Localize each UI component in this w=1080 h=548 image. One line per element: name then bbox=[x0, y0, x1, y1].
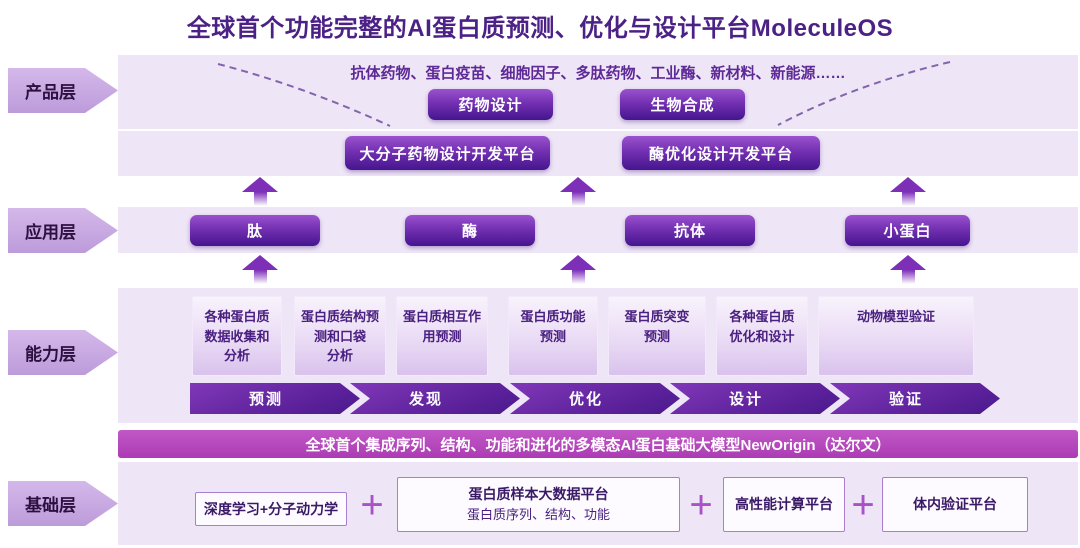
pipeline-step-optimize: 优化 bbox=[510, 383, 680, 414]
foundation-box-title: 体内验证平台 bbox=[913, 496, 997, 512]
macromolecule-drug-platform-button: 大分子药物设计开发平台 bbox=[345, 136, 550, 170]
capability-box-function-prediction: 蛋白质功能 预测 bbox=[508, 296, 598, 376]
drug-design-button: 药物设计 bbox=[428, 89, 553, 120]
foundation-box-title: 蛋白质样本大数据平台 bbox=[468, 486, 609, 503]
page-title: 全球首个功能完整的AI蛋白质预测、优化与设计平台MoleculeOS bbox=[186, 15, 894, 42]
small-protein-button: 小蛋白 bbox=[845, 215, 970, 246]
up-arrow-icon bbox=[242, 177, 278, 206]
capability-box-animal-model-validation: 动物模型验证 bbox=[818, 296, 974, 376]
foundation-box-title: 深度学习+分子动力学 bbox=[203, 500, 339, 517]
layer-label-foundation: 基础层 bbox=[8, 481, 118, 526]
biosynthesis-button: 生物合成 bbox=[620, 89, 745, 120]
pipeline-step-discover: 发现 bbox=[350, 383, 520, 414]
up-arrow-icon bbox=[890, 177, 926, 206]
product-applications-text: 抗体药物、蛋白疫苗、细胞因子、多肽药物、工业酶、新材料、新能源…… bbox=[350, 65, 846, 82]
plus-icon: + bbox=[360, 483, 384, 527]
foundation-box-protein-big-data-platform: 蛋白质样本大数据平台 蛋白质序列、结构、功能 bbox=[397, 477, 680, 532]
plus-icon: + bbox=[689, 483, 713, 527]
pipeline-step-validate: 验证 bbox=[830, 383, 1000, 414]
foundation-box-subtitle: 蛋白质序列、结构、功能 bbox=[466, 507, 610, 523]
capability-box-mutation-prediction: 蛋白质突变 预测 bbox=[608, 296, 706, 376]
enzyme-optimization-platform-button: 酶优化设计开发平台 bbox=[622, 136, 820, 170]
layer-label-product: 产品层 bbox=[8, 68, 118, 113]
layer-label-capability: 能力层 bbox=[8, 330, 118, 375]
pipeline-step-design: 设计 bbox=[670, 383, 840, 414]
up-arrow-icon bbox=[242, 255, 278, 284]
capability-box-data-collection: 各种蛋白质 数据收集和 分析 bbox=[192, 296, 282, 376]
plus-icon: + bbox=[851, 483, 875, 527]
product-layer-band-bottom bbox=[118, 131, 1078, 176]
up-arrow-icon bbox=[890, 255, 926, 284]
foundation-box-title: 高性能计算平台 bbox=[735, 496, 833, 512]
up-arrow-icon bbox=[560, 255, 596, 284]
foundation-box-hpc-platform: 高性能计算平台 bbox=[723, 477, 845, 532]
up-arrow-icon bbox=[560, 177, 596, 206]
capability-box-interaction-prediction: 蛋白质相互作 用预测 bbox=[396, 296, 488, 376]
antibody-button: 抗体 bbox=[625, 215, 755, 246]
foundation-box-in-vivo-validation-platform: 体内验证平台 bbox=[882, 477, 1028, 532]
pipeline-step-predict: 预测 bbox=[190, 383, 360, 414]
foundation-model-bar: 全球首个集成序列、结构、功能和进化的多模态AI蛋白基础大模型NewOrigin（… bbox=[118, 430, 1078, 458]
capability-box-structure-prediction: 蛋白质结构预 测和口袋 分析 bbox=[294, 296, 386, 376]
foundation-box-deep-learning: 深度学习+分子动力学 bbox=[195, 492, 347, 526]
layer-label-application: 应用层 bbox=[8, 208, 118, 253]
enzyme-button: 酶 bbox=[405, 215, 535, 246]
capability-box-optimization-design: 各种蛋白质 优化和设计 bbox=[716, 296, 808, 376]
peptide-button: 肽 bbox=[190, 215, 320, 246]
